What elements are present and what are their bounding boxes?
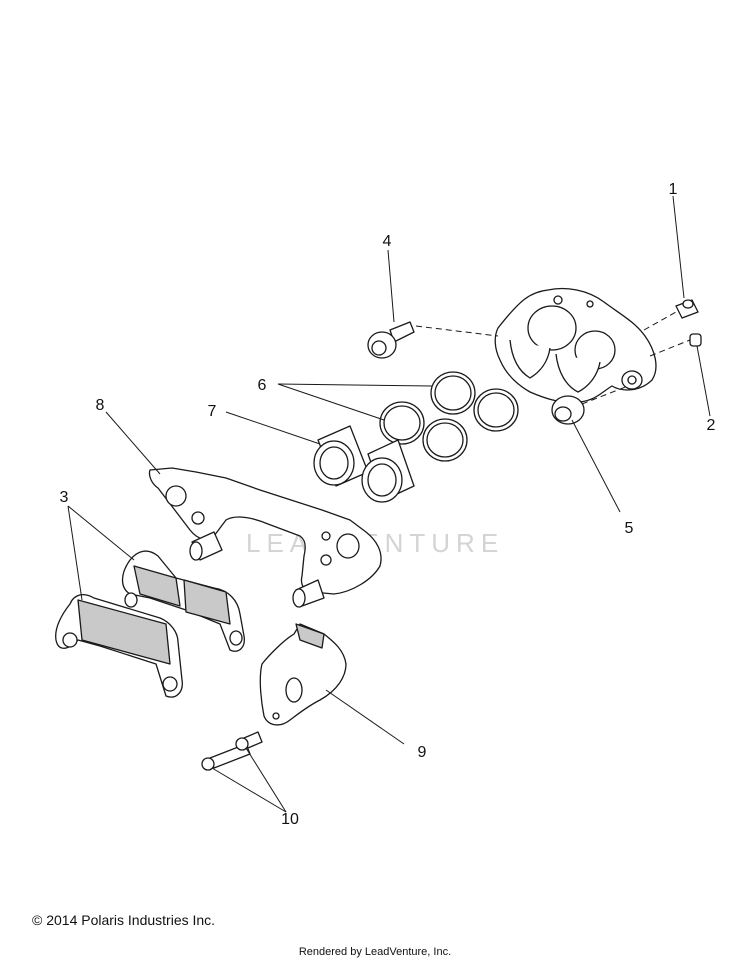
- callout-9: 9: [418, 744, 427, 761]
- callout-4: 4: [383, 233, 392, 250]
- callout-5: 5: [625, 520, 634, 537]
- callout-3: 3: [60, 489, 69, 506]
- callout-10: 10: [281, 811, 299, 828]
- callout-6: 6: [258, 377, 267, 394]
- copyright-text: © 2014 Polaris Industries Inc.: [32, 912, 216, 928]
- callout-7: 7: [208, 403, 217, 420]
- pins: [201, 731, 263, 771]
- mounting-bracket: [148, 467, 382, 608]
- callout-1: 1: [669, 181, 678, 198]
- brake-pad-outer: [55, 593, 183, 698]
- pistons: [313, 425, 415, 503]
- caliper-bolt: [367, 321, 415, 359]
- callout-labels: 1 2 3 4 5 6 7 8 9 10: [60, 181, 716, 828]
- brake-pad-inner: [121, 550, 245, 652]
- pad-retainer: [259, 623, 347, 726]
- leader-lines: [67, 195, 711, 813]
- bushing: [551, 395, 585, 425]
- callout-8: 8: [96, 397, 105, 414]
- caliper-housing: [494, 287, 657, 404]
- bleeder-screw: [675, 299, 699, 319]
- callout-2: 2: [707, 417, 716, 434]
- seal-rings: [379, 371, 519, 462]
- rendered-by-text: Rendered by LeadVenture, Inc.: [298, 946, 452, 958]
- bleeder-cap: [689, 333, 702, 347]
